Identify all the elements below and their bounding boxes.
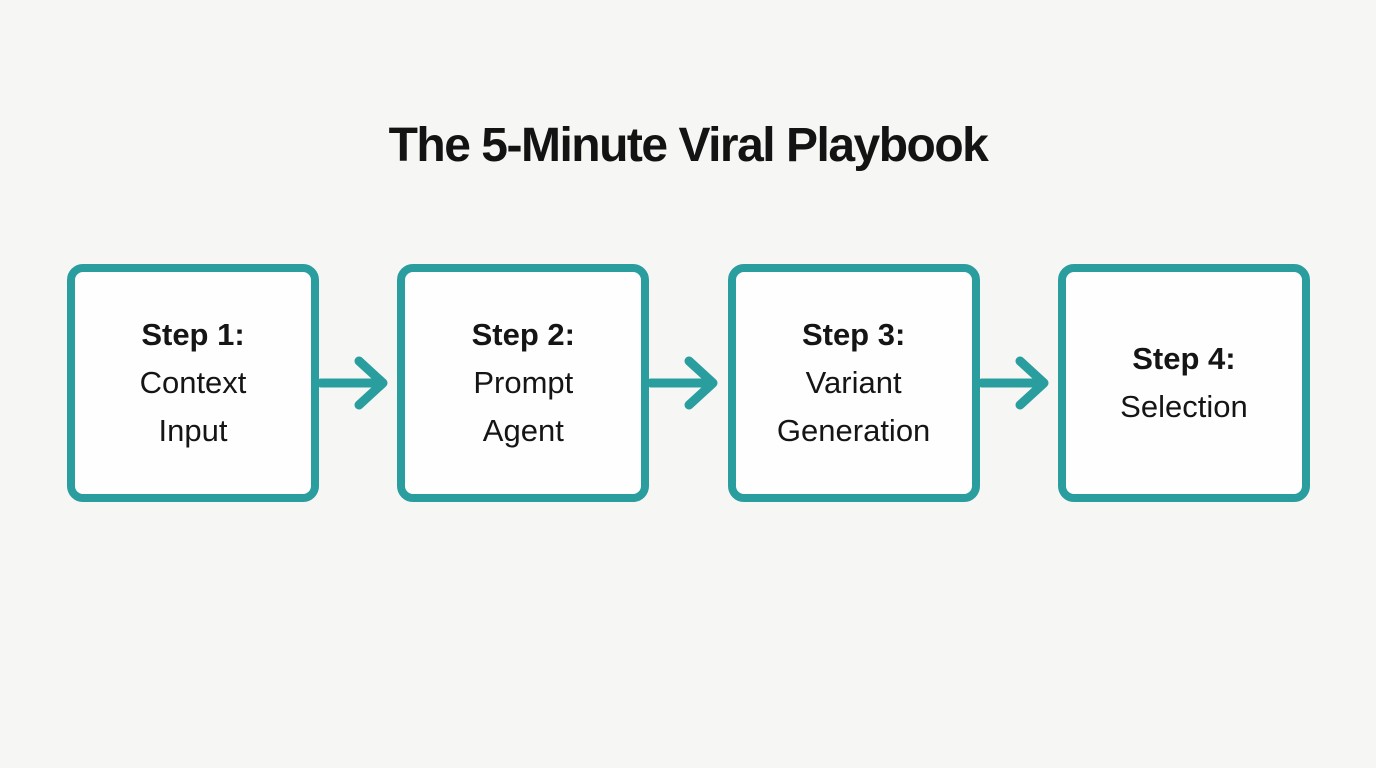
step-name: Prompt Agent <box>473 365 574 448</box>
step-label: Step 3: <box>801 317 906 352</box>
step-box-3: Step 3: Variant Generation <box>727 264 980 502</box>
right-arrow-icon <box>979 356 1049 410</box>
flow-row: Step 1: Context Input Step 2: Prompt Age… <box>67 264 1310 502</box>
step-label: Step 1: <box>141 317 245 352</box>
step-name: Selection <box>1120 389 1248 424</box>
step-label: Step 2: <box>471 317 575 352</box>
step-box-2: Step 2: Prompt Agent <box>397 264 650 502</box>
right-arrow-icon <box>319 356 388 410</box>
step-name: Context Input <box>139 365 247 448</box>
page-title: The 5-Minute Viral Playbook <box>388 119 989 172</box>
step-label: Step 4: <box>1132 341 1236 376</box>
step-box-1: Step 1: Context Input <box>67 264 319 502</box>
right-arrow-icon <box>649 356 718 410</box>
step-name: Variant Generation <box>776 365 931 448</box>
step-box-4: Step 4: Selection <box>1057 264 1310 502</box>
